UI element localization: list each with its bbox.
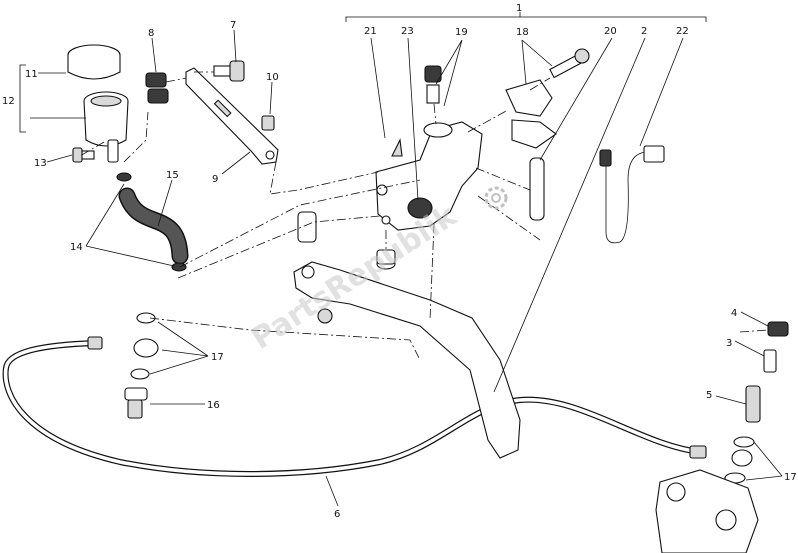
- handlebar-clamp-18: [505, 79, 557, 149]
- bleed-valve-19: [424, 65, 442, 104]
- label-7: 7: [230, 20, 236, 31]
- assembly-bracket-1: [345, 12, 707, 22]
- reservoir-hose-15: [118, 187, 189, 265]
- label-12: 12: [2, 96, 15, 107]
- leader-lines: [30, 29, 783, 507]
- label-1: 1: [516, 3, 522, 14]
- label-14: 14: [70, 242, 83, 253]
- clutch-hose-6: [2, 336, 707, 477]
- label-9: 9: [212, 174, 218, 185]
- label-23: 23: [401, 26, 414, 37]
- assembly-lines: [79, 71, 769, 361]
- rubber-grommets-8: [145, 72, 169, 104]
- label-15: 15: [166, 170, 179, 181]
- master-cylinder-body: [375, 121, 483, 231]
- lever-bushing: [297, 211, 317, 243]
- clutch-switch-22: [599, 145, 665, 244]
- gear-icon: [484, 186, 508, 210]
- label-11: 11: [25, 69, 38, 80]
- banjo-bolt-5: [745, 385, 761, 423]
- slave-cylinder: [655, 469, 759, 553]
- label-4: 4: [731, 308, 737, 319]
- clamp-screw-18: [549, 48, 590, 79]
- bleed-cap-4: [767, 321, 789, 337]
- label-19: 19: [455, 27, 468, 38]
- label-17-right: 17: [784, 472, 797, 483]
- label-21: 21: [364, 26, 377, 37]
- label-20: 20: [604, 26, 617, 37]
- label-6: 6: [334, 509, 340, 520]
- fluid-reservoir-12: [83, 91, 129, 163]
- lever-nut: [376, 249, 396, 270]
- label-22: 22: [676, 26, 689, 37]
- label-8: 8: [148, 28, 154, 39]
- label-17-left: 17: [211, 352, 224, 363]
- label-2: 2: [641, 26, 647, 37]
- pivot-pin-20: [529, 157, 545, 221]
- reservoir-screw-13: [72, 147, 95, 163]
- label-18: 18: [516, 27, 529, 38]
- sealing-washers-17-right: [724, 436, 755, 484]
- label-10: 10: [266, 72, 279, 83]
- screw-7: [213, 60, 245, 82]
- clutch-lever-2: [293, 261, 521, 459]
- sealing-washers-17-left: [130, 312, 159, 380]
- label-3: 3: [726, 338, 732, 349]
- nut-10: [261, 115, 275, 131]
- label-5: 5: [706, 390, 712, 401]
- bleed-valve-3: [763, 349, 777, 373]
- assembly-bracket-12: [19, 64, 26, 133]
- label-16: 16: [207, 400, 220, 411]
- hose-clamps-14: [116, 172, 187, 272]
- label-13: 13: [34, 158, 47, 169]
- callout-labels: 1 2 3 4 5 6 7 8 9 10 11 12 13 14 15 16 1…: [2, 3, 797, 520]
- banjo-bolt-16: [124, 387, 148, 419]
- reservoir-cap-11: [67, 44, 121, 80]
